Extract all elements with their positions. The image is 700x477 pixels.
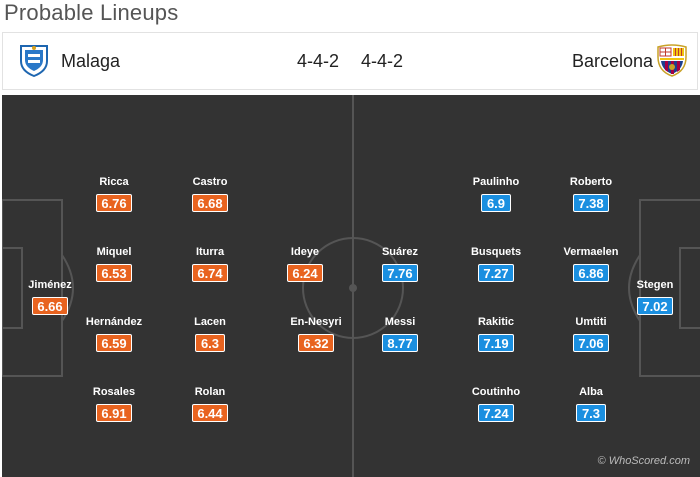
player-rating: 7.19 <box>478 334 514 352</box>
player-miquel[interactable]: Miquel 6.53 <box>74 246 154 283</box>
player-name: Alba <box>579 386 603 398</box>
player-rating: 6.32 <box>298 334 334 352</box>
player-rating: 6.74 <box>192 264 228 282</box>
player-rating: 6.66 <box>32 297 68 315</box>
player-rating: 7.06 <box>573 334 609 352</box>
player-rosales[interactable]: Rosales 6.91 <box>74 386 154 423</box>
player-coutinho[interactable]: Coutinho 7.24 <box>456 386 536 423</box>
player-name: Jiménez <box>28 279 72 291</box>
player-rating: 7.76 <box>382 264 418 282</box>
page-title: Probable Lineups <box>4 0 179 25</box>
player-rating: 6.53 <box>96 264 132 282</box>
player-jimenez[interactable]: Jiménez 6.66 <box>10 279 90 316</box>
player-alba[interactable]: Alba 7.3 <box>551 386 631 423</box>
player-name: Busquets <box>470 246 522 258</box>
player-rating: 6.9 <box>481 194 511 212</box>
player-name: En-Nesyri <box>290 316 342 328</box>
away-team-name: Barcelona <box>571 51 653 71</box>
player-name: Ricca <box>99 176 129 188</box>
player-vermaelen[interactable]: Vermaelen 6.86 <box>551 246 631 283</box>
player-rakitic[interactable]: Rakitic 7.19 <box>456 316 536 353</box>
player-rolan[interactable]: Rolan 6.44 <box>170 386 250 423</box>
player-castro[interactable]: Castro 6.68 <box>170 176 250 213</box>
player-rating: 6.44 <box>192 404 228 422</box>
player-rating: 8.77 <box>382 334 418 352</box>
player-name: Miquel <box>96 246 132 258</box>
player-suarez[interactable]: Suárez 7.76 <box>360 246 440 283</box>
player-rating: 7.24 <box>478 404 514 422</box>
player-rating: 6.86 <box>573 264 609 282</box>
player-lacen[interactable]: Lacen 6.3 <box>170 316 250 353</box>
player-rating: 6.59 <box>96 334 132 352</box>
player-ideye[interactable]: Ideye 6.24 <box>265 246 345 283</box>
player-name: Iturra <box>195 246 225 258</box>
player-name: Castro <box>192 176 228 188</box>
player-name: Vermaelen <box>563 246 619 258</box>
player-stegen[interactable]: Stegen 7.02 <box>615 279 695 316</box>
player-name: Stegen <box>636 279 674 291</box>
player-rating: 6.76 <box>96 194 132 212</box>
watermark: © WhoScored.com <box>597 455 690 467</box>
player-rating: 7.3 <box>576 404 606 422</box>
player-iturra[interactable]: Iturra 6.74 <box>170 246 250 283</box>
player-rating: 6.91 <box>96 404 132 422</box>
player-name: Roberto <box>569 176 613 188</box>
player-name: Lacen <box>194 316 226 328</box>
pitch: Jiménez 6.66 Ricca 6.76 Miquel 6.53 Hern… <box>2 95 700 477</box>
player-rating: 7.27 <box>478 264 514 282</box>
player-ricca[interactable]: Ricca 6.76 <box>74 176 154 213</box>
malaga-crest-icon <box>20 45 48 77</box>
player-messi[interactable]: Messi 8.77 <box>360 316 440 353</box>
away-formation: 4-4-2 <box>361 51 404 71</box>
player-busquets[interactable]: Busquets 7.27 <box>456 246 536 283</box>
player-name: Umtiti <box>575 316 607 328</box>
player-rating: 7.02 <box>637 297 673 315</box>
player-umtiti[interactable]: Umtiti 7.06 <box>551 316 631 353</box>
player-name: Hernández <box>85 316 143 328</box>
player-name: Coutinho <box>471 386 521 398</box>
player-name: Paulinho <box>472 176 520 188</box>
home-formation: 4-4-2 <box>297 51 340 71</box>
player-rating: 7.38 <box>573 194 609 212</box>
player-en-nesyri[interactable]: En-Nesyri 6.32 <box>276 316 356 353</box>
barcelona-crest-icon <box>657 44 687 77</box>
player-name: Rosales <box>92 386 136 398</box>
player-name: Rakitic <box>477 316 515 328</box>
player-roberto[interactable]: Roberto 7.38 <box>551 176 631 213</box>
player-rating: 6.68 <box>192 194 228 212</box>
player-name: Suárez <box>381 246 419 258</box>
player-name: Messi <box>384 316 416 328</box>
player-rating: 6.24 <box>287 264 323 282</box>
player-hernandez[interactable]: Hernández 6.59 <box>74 316 154 353</box>
home-team-name: Malaga <box>61 51 121 71</box>
player-rating: 6.3 <box>195 334 225 352</box>
player-name: Ideye <box>290 246 320 258</box>
player-name: Rolan <box>194 386 226 398</box>
match-header: Malaga 4-4-2 4-4-2 Barcelona <box>2 32 698 90</box>
player-paulinho[interactable]: Paulinho 6.9 <box>456 176 536 213</box>
